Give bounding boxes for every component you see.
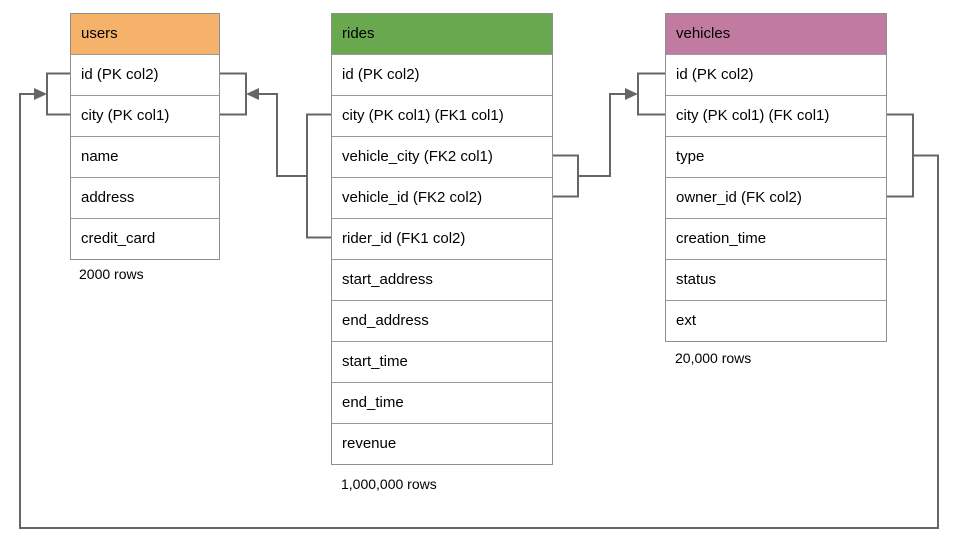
table-vehicles-columns: id (PK col2)city (PK col1) (FK col1)type…: [666, 54, 886, 341]
table-vehicles-rowcount: 20,000 rows: [675, 350, 752, 366]
users-column-4: credit_card: [71, 218, 219, 259]
rides-column-3: vehicle_id (FK2 col2): [332, 177, 552, 218]
users-column-0: id (PK col2): [71, 54, 219, 95]
fk1-arrowhead: [246, 88, 259, 100]
vehicles-column-1: city (PK col1) (FK col1): [666, 95, 886, 136]
table-rides: rides id (PK col2)city (PK col1) (FK1 co…: [331, 13, 553, 465]
users-column-1: city (PK col1): [71, 95, 219, 136]
rides-column-2: vehicle_city (FK2 col1): [332, 136, 552, 177]
rides-column-8: end_time: [332, 382, 552, 423]
table-vehicles-header: vehicles: [666, 14, 886, 54]
rides-column-1: city (PK col1) (FK1 col1): [332, 95, 552, 136]
vehicles-column-4: creation_time: [666, 218, 886, 259]
vehicles-column-5: status: [666, 259, 886, 300]
table-vehicles: vehicles id (PK col2)city (PK col1) (FK …: [665, 13, 887, 342]
users-column-3: address: [71, 177, 219, 218]
vehicles-column-6: ext: [666, 300, 886, 341]
table-rides-rowcount: 1,000,000 rows: [341, 476, 437, 492]
relationship-fk2-rides-to-vehicles: [553, 72, 665, 198]
users-column-2: name: [71, 136, 219, 177]
vehicles-column-3: owner_id (FK col2): [666, 177, 886, 218]
fk2-arrowhead: [625, 88, 638, 100]
table-rides-columns: id (PK col2)city (PK col1) (FK1 col1)veh…: [332, 54, 552, 464]
table-users-header: users: [71, 14, 219, 54]
table-users-rowcount: 2000 rows: [79, 266, 144, 282]
fk-arrowhead: [34, 88, 47, 100]
relationship-fk1-rides-to-users: [220, 72, 331, 239]
vehicles-column-2: type: [666, 136, 886, 177]
table-rides-header: rides: [332, 14, 552, 54]
rides-column-5: start_address: [332, 259, 552, 300]
rides-column-6: end_address: [332, 300, 552, 341]
rides-column-9: revenue: [332, 423, 552, 464]
rides-column-7: start_time: [332, 341, 552, 382]
rides-column-0: id (PK col2): [332, 54, 552, 95]
vehicles-column-0: id (PK col2): [666, 54, 886, 95]
rides-column-4: rider_id (FK1 col2): [332, 218, 552, 259]
